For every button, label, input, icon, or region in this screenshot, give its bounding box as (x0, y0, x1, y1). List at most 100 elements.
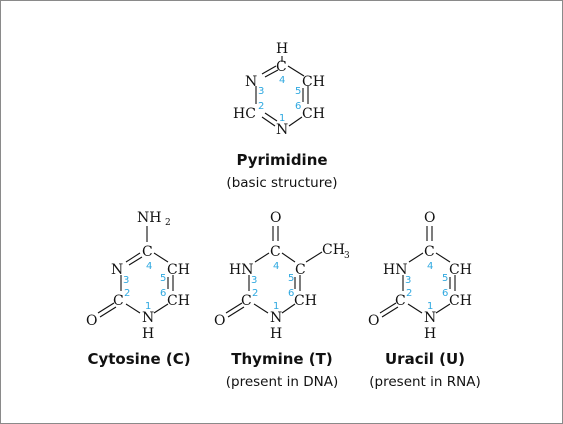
atom-n1: N (276, 122, 288, 138)
bond-c4-n3 (261, 65, 277, 75)
ring-number-3: 3 (258, 86, 264, 97)
bond-c4-n3 (125, 252, 141, 263)
ring-number-5: 5 (160, 273, 166, 284)
bond-c4-n3-double (128, 256, 143, 266)
atom-c5: CH (167, 262, 190, 278)
uracil-title: Uracil (U) (385, 350, 465, 368)
atom-ch3: CH (322, 242, 345, 258)
atom-n3: HN (229, 262, 253, 278)
bond-c4-c5 (287, 65, 305, 77)
pyrimidine-note: (basic structure) (226, 175, 337, 191)
atom-n3: N (111, 262, 123, 278)
atom-n3: HN (383, 262, 407, 278)
bond-c2-o-double (381, 306, 399, 318)
atom-h1: H (424, 326, 436, 342)
atom-c4: C (276, 59, 287, 75)
bond-c4-n3 (408, 252, 424, 263)
bond-c5-ch3 (305, 251, 323, 263)
atom-c4: C (270, 244, 281, 260)
ring-number-1: 1 (145, 301, 151, 312)
thymine-note: (present in DNA) (226, 374, 338, 390)
ring-number-1: 1 (279, 113, 285, 124)
bond-c2-n1-double (264, 112, 278, 122)
atom-c2: HC (233, 106, 256, 122)
atom-n1: N (424, 310, 436, 326)
cytosine-title: Cytosine (C) (87, 350, 190, 368)
atom-c6: CH (302, 106, 325, 122)
atom-c6: CH (167, 293, 190, 309)
ring-number-6: 6 (295, 101, 301, 112)
atom-c5: C (295, 262, 306, 278)
atom-o: O (86, 313, 97, 329)
bond-c2-n1 (261, 116, 276, 127)
atom-n3: N (245, 74, 257, 90)
ring-number-4: 4 (427, 261, 433, 272)
atom-nh2-subscript: 2 (165, 218, 171, 228)
bond-c2-n1 (125, 303, 141, 314)
uracil-note: (present in RNA) (369, 374, 480, 390)
atom-nh2: NH (137, 210, 161, 226)
atom-ch3-subscript: 3 (344, 251, 350, 261)
pyrimidine-title: Pyrimidine (236, 151, 327, 169)
bond-c2-o-double (99, 306, 117, 318)
ring-number-5: 5 (442, 273, 448, 284)
bond-c2-o (379, 302, 397, 314)
ring-number-1: 1 (427, 301, 433, 312)
bond-c2-n1 (407, 303, 423, 314)
ring-number-6: 6 (160, 288, 166, 299)
bond-c6-n1 (281, 303, 296, 314)
atom-o2: O (214, 313, 225, 329)
bond-c4-c5 (281, 252, 296, 263)
bond-c2-o (225, 302, 243, 314)
pyrimidine-structure: H C N CH HC CH N 4 3 5 2 6 1 (233, 41, 325, 138)
atom-h1: H (270, 326, 282, 342)
uracil-structure: O C HN CH C CH O N H 4 3 5 2 6 1 (368, 210, 472, 342)
bond-c4-n3-double (264, 69, 279, 78)
ring-number-5: 5 (295, 86, 301, 97)
bond-c2-o-double (227, 306, 245, 318)
bond-c6-n1 (435, 303, 451, 314)
ring-number-4: 4 (273, 261, 279, 272)
atom-h1: H (142, 326, 154, 342)
atom-o2: O (368, 313, 379, 329)
bond-c2-n1 (253, 303, 269, 314)
bond-c2-o (97, 302, 115, 314)
atom-c4: C (424, 244, 435, 260)
bond-c6-n1 (153, 303, 169, 314)
atom-n1: N (142, 310, 154, 326)
ring-number-3: 3 (123, 275, 129, 286)
atom-c2: C (113, 293, 124, 309)
ring-number-2: 2 (124, 288, 130, 299)
bond-c4-c5 (153, 252, 169, 263)
atom-c2: C (241, 293, 252, 309)
ring-number-5: 5 (288, 273, 294, 284)
ring-number-4: 4 (279, 75, 285, 86)
ring-number-2: 2 (252, 288, 258, 299)
bond-c6-n1 (288, 116, 303, 127)
atom-c5: CH (302, 74, 325, 90)
thymine-title: Thymine (T) (231, 350, 332, 368)
ring-number-6: 6 (288, 288, 294, 299)
atom-c6: CH (449, 293, 472, 309)
bond-c4-n3 (254, 252, 270, 263)
ring-number-3: 3 (251, 275, 257, 286)
cytosine-structure: NH 2 C N CH C CH O N H 4 3 5 2 6 1 (86, 210, 190, 342)
atom-h: H (276, 41, 288, 57)
atom-o4: O (270, 210, 281, 226)
ring-number-2: 2 (258, 101, 264, 112)
thymine-structure: O C CH 3 HN C C CH O N H 4 3 5 2 6 1 (214, 210, 350, 342)
atom-c4: C (142, 244, 153, 260)
ring-number-6: 6 (442, 288, 448, 299)
ring-number-1: 1 (273, 301, 279, 312)
bond-c4-c5 (435, 252, 451, 263)
atom-o4: O (424, 210, 435, 226)
ring-number-3: 3 (405, 275, 411, 286)
atom-c6: CH (294, 293, 317, 309)
ring-number-4: 4 (146, 261, 152, 272)
atom-c5: CH (449, 262, 472, 278)
ring-number-2: 2 (406, 288, 412, 299)
atom-c2: C (395, 293, 406, 309)
atom-n1: N (270, 310, 282, 326)
